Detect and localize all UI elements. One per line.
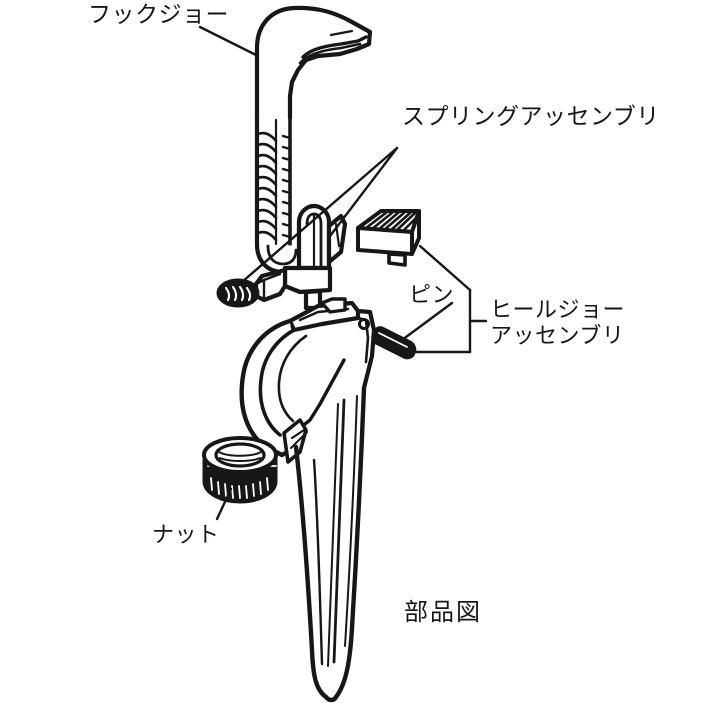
leader-lines	[198, 25, 454, 521]
label-heel-jaw-assembly: ヒールジョー アッセンブリ	[490, 298, 625, 350]
pin-part	[371, 326, 417, 360]
leader-spring-clip	[328, 146, 399, 238]
spring-assembly-part	[216, 203, 348, 311]
label-heel-jaw-line1: ヒールジョー	[490, 298, 626, 323]
wrench-body-part	[239, 297, 377, 703]
heel-jaw-bracket	[408, 244, 488, 354]
label-heel-jaw-line2: アッセンブリ	[490, 323, 625, 349]
spring-screw	[216, 278, 260, 308]
leader-hook-jaw	[198, 25, 258, 57]
label-spring-assembly: スプリングアッセンブリ	[402, 104, 660, 130]
label-nut: ナット	[152, 523, 220, 548]
heel-jaw-part	[356, 209, 421, 267]
leader-nut	[215, 487, 233, 521]
label-pin: ピン	[409, 283, 455, 308]
nut-part	[202, 436, 278, 504]
label-hook-jaw: フックジョー	[88, 2, 229, 28]
diagram-caption: 部品図	[404, 598, 482, 626]
leader-pin	[400, 301, 454, 342]
leader-spring-screw	[240, 146, 399, 284]
